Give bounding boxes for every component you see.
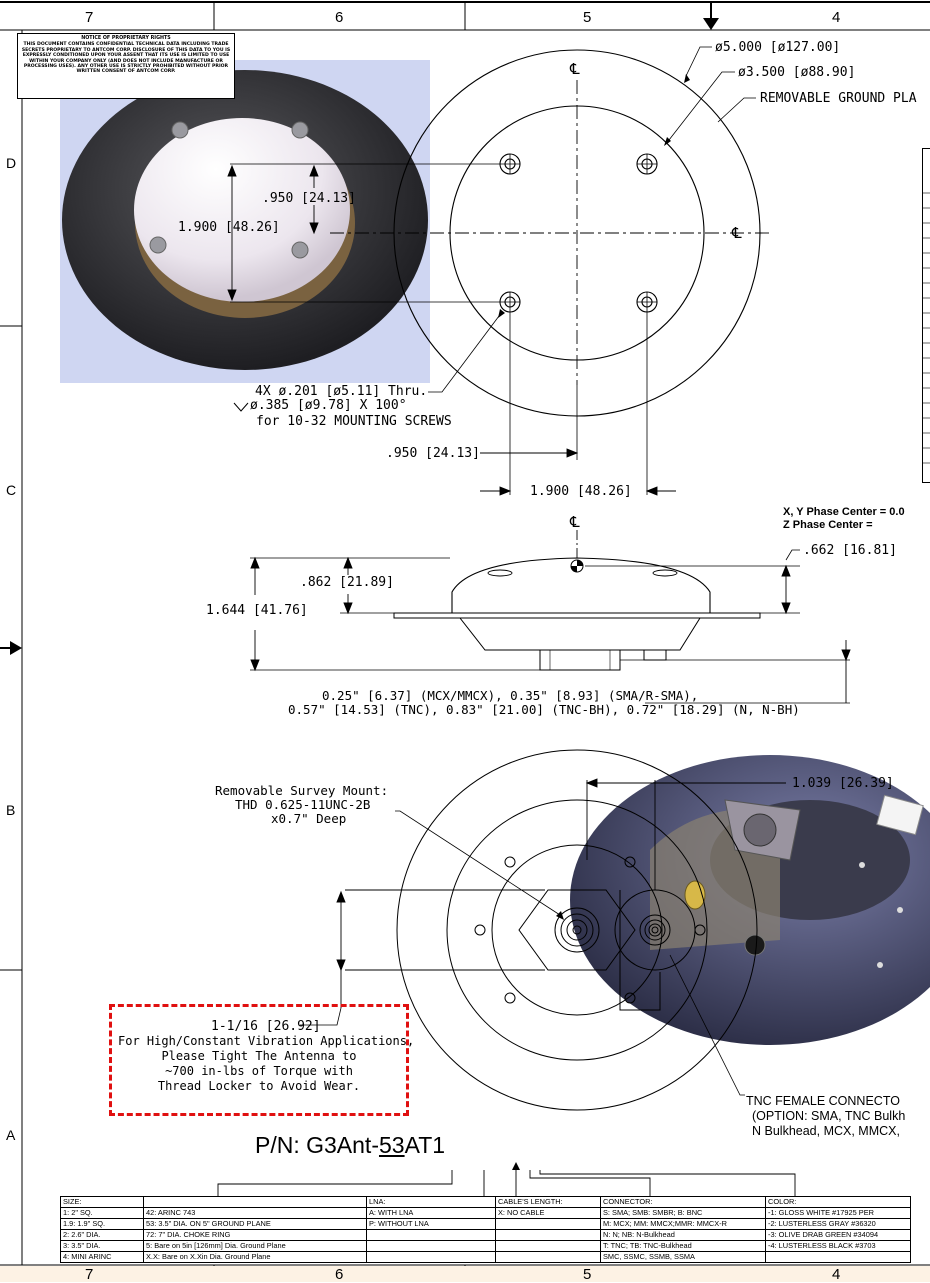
connector-offset-dim: 1.039 [26.39] bbox=[792, 776, 894, 791]
table-cell bbox=[496, 1230, 601, 1241]
table-cell: X.X: Bare on X.Xin Dia. Ground Plane bbox=[144, 1252, 367, 1263]
table-cell: 72: 7" DIA. CHOKE RING bbox=[144, 1230, 367, 1241]
table-header-row: SIZE: LNA: CABLE'S LENGTH: CONNECTOR: CO… bbox=[61, 1197, 911, 1208]
table-cell: -3: OLIVE DRAB GREEN #34094 bbox=[766, 1230, 911, 1241]
centerline-mark: ℄ bbox=[570, 62, 580, 77]
table-cell: 2: 2.6" DIA. bbox=[61, 1230, 144, 1241]
hole-spec: 4X ø.201 [ø5.11] Thru. bbox=[255, 384, 427, 399]
vibration-note-line: ~700 in-lbs of Torque with bbox=[118, 1064, 400, 1079]
half-spacing-vertical-dim: .950 [24.13] bbox=[262, 191, 356, 206]
table-cell: 4: MINI ARINC bbox=[61, 1252, 144, 1263]
table-cell: A: WITH LNA bbox=[367, 1208, 496, 1219]
survey-mount-depth: x0.7" Deep bbox=[271, 811, 346, 826]
table-header-cell: CABLE'S LENGTH: bbox=[496, 1197, 601, 1208]
spacing-vertical-dim: 1.900 [48.26] bbox=[178, 220, 280, 235]
table-cell bbox=[367, 1252, 496, 1263]
table-row: 2: 2.6" DIA. 72: 7" DIA. CHOKE RING N: N… bbox=[61, 1230, 911, 1241]
connector-callout-3: N Bulkhead, MCX, MMCX, bbox=[752, 1124, 900, 1138]
table-cell bbox=[367, 1230, 496, 1241]
connector-callout-2: (OPTION: SMA, TNC Bulkh bbox=[752, 1109, 905, 1123]
table-cell: 53: 3.5" DIA. ON 5" GROUND PLANE bbox=[144, 1219, 367, 1230]
table-header-cell bbox=[144, 1197, 367, 1208]
mount-offset-dim: 1-1/16 [26.92] bbox=[211, 1019, 321, 1034]
spacing-horizontal-dim: 1.900 [48.26] bbox=[530, 484, 632, 499]
table-cell: 5: Bare on 5in [126mm] Dia. Ground Plane bbox=[144, 1241, 367, 1252]
phase-center-xy: X, Y Phase Center = 0.0 bbox=[783, 506, 905, 518]
table-cell: N: N; NB: N-Bulkhead bbox=[601, 1230, 766, 1241]
table-header-cell: CONNECTOR: bbox=[601, 1197, 766, 1208]
table-cell bbox=[766, 1252, 911, 1263]
data-table-clipped bbox=[922, 148, 930, 483]
table-header-cell: SIZE: bbox=[61, 1197, 144, 1208]
table-cell bbox=[496, 1252, 601, 1263]
part-number-size-code: 53 bbox=[379, 1132, 405, 1158]
table-cell: -2: LUSTERLESS GRAY #36320 bbox=[766, 1219, 911, 1230]
outer-diameter-dim: ø5.000 [ø127.00] bbox=[715, 40, 840, 55]
table-cell: 1.9: 1.9" SQ. bbox=[61, 1219, 144, 1230]
vibration-note-line: Thread Locker to Avoid Wear. bbox=[118, 1079, 400, 1094]
zone-number-bottom: 4 bbox=[832, 1266, 840, 1283]
inner-diameter-dim: ø3.500 [ø88.90] bbox=[738, 65, 855, 80]
table-cell: 3: 3.5" DIA. bbox=[61, 1241, 144, 1252]
connector-callout-1: TNC FEMALE CONNECTO bbox=[746, 1094, 900, 1108]
table-cell: -1: GLOSS WHITE #17925 PER bbox=[766, 1208, 911, 1219]
centerline-mark: ℄ bbox=[570, 515, 580, 530]
table-cell: 1: 2" SQ. bbox=[61, 1208, 144, 1219]
table-row: 4: MINI ARINC X.X: Bare on X.Xin Dia. Gr… bbox=[61, 1252, 911, 1263]
centerline-mark: ℄ bbox=[732, 226, 742, 241]
total-height-dim: 1.644 [41.76] bbox=[206, 603, 308, 618]
table-row: 1.9: 1.9" SQ. 53: 3.5" DIA. ON 5" GROUND… bbox=[61, 1219, 911, 1230]
half-spacing-horizontal-dim: .950 [24.13] bbox=[386, 446, 480, 461]
table-cell bbox=[496, 1219, 601, 1230]
table-cell: SMC, SSMC, SSMB, SSMA bbox=[601, 1252, 766, 1263]
table-cell bbox=[367, 1241, 496, 1252]
table-cell: S: SMA; SMB: SMBR; B: BNC bbox=[601, 1208, 766, 1219]
part-number: P/N: G3Ant-53AT1 bbox=[255, 1132, 445, 1159]
table-header-cell: COLOR: bbox=[766, 1197, 911, 1208]
zone-number-bottom: 5 bbox=[583, 1266, 591, 1283]
table-cell: -4: LUSTERLESS BLACK #3703 bbox=[766, 1241, 911, 1252]
table-cell: M: MCX; MM: MMCX;MMR: MMCX-R bbox=[601, 1219, 766, 1230]
table-cell bbox=[496, 1241, 601, 1252]
part-number-prefix: P/N: G3Ant- bbox=[255, 1132, 379, 1158]
zone-number-bottom: 7 bbox=[85, 1266, 93, 1283]
ground-plane-label: REMOVABLE GROUND PLA bbox=[760, 91, 917, 106]
table-cell: T: TNC; TB: TNC-Bulkhead bbox=[601, 1241, 766, 1252]
mounting-screws-note: for 10-32 MOUNTING SCREWS bbox=[256, 414, 452, 429]
connector-height-note-2: 0.57" [14.53] (TNC), 0.83" [21.00] (TNC-… bbox=[288, 702, 800, 717]
survey-mount-thread: THD 0.625-11UNC-2B bbox=[235, 797, 370, 812]
phase-center-z: Z Phase Center = bbox=[783, 519, 873, 531]
phase-center-z-value: .662 [16.81] bbox=[803, 543, 897, 558]
table-header-cell: LNA: bbox=[367, 1197, 496, 1208]
table-row: 1: 2" SQ. 42: ARINC 743 A: WITH LNA X: N… bbox=[61, 1208, 911, 1219]
table-row: 3: 3.5" DIA. 5: Bare on 5in [126mm] Dia.… bbox=[61, 1241, 911, 1252]
countersink-spec: ø.385 [ø9.78] X 100° bbox=[250, 398, 407, 413]
table-cell: P: WITHOUT LNA bbox=[367, 1219, 496, 1230]
vibration-note-line: For High/Constant Vibration Applications… bbox=[118, 1034, 400, 1049]
ordering-table: SIZE: LNA: CABLE'S LENGTH: CONNECTOR: CO… bbox=[60, 1196, 911, 1263]
connector-height-note-1: 0.25" [6.37] (MCX/MMCX), 0.35" [8.93] (S… bbox=[322, 688, 698, 703]
part-number-suffix: AT1 bbox=[405, 1132, 445, 1158]
part-number-leaders bbox=[0, 1158, 930, 1198]
vibration-note-line: Please Tight The Antenna to bbox=[118, 1049, 400, 1064]
zone-number-bottom: 6 bbox=[335, 1266, 343, 1283]
table-cell: X: NO CABLE bbox=[496, 1208, 601, 1219]
dome-height-dim: .862 [21.89] bbox=[300, 575, 394, 590]
survey-mount-title: Removable Survey Mount: bbox=[215, 783, 388, 798]
table-cell: 42: ARINC 743 bbox=[144, 1208, 367, 1219]
